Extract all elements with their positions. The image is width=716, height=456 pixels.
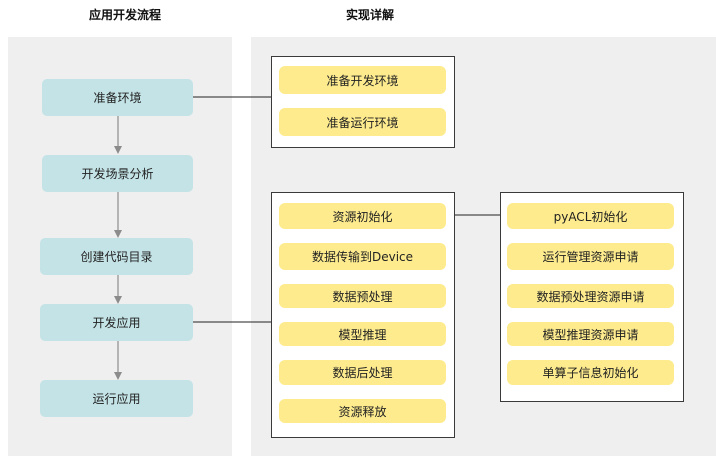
dev-item-preprocess: 数据预处理 xyxy=(279,284,446,308)
item-label: 准备开发环境 xyxy=(326,73,399,88)
item-label: 准备运行环境 xyxy=(326,115,399,130)
step-prepare-env: 准备环境 xyxy=(42,79,193,116)
init-item-inference-resource: 模型推理资源申请 xyxy=(507,322,674,346)
step-create-code-dir: 创建代码目录 xyxy=(40,238,193,275)
init-item-preprocess-resource: 数据预处理资源申请 xyxy=(507,284,674,308)
step-develop-app: 开发应用 xyxy=(40,304,193,341)
item-label: 资源释放 xyxy=(338,404,387,419)
item-label: 运行管理资源申请 xyxy=(542,250,639,264)
step-scenario-analysis: 开发场景分析 xyxy=(42,155,193,192)
item-label: 数据传输到Device xyxy=(311,250,414,264)
step-run-app: 运行应用 xyxy=(40,380,193,417)
init-item-single-op-init: 单算子信息初始化 xyxy=(507,360,674,385)
item-label: pyACL初始化 xyxy=(553,209,628,224)
item-label: 数据后处理 xyxy=(332,366,393,380)
heading-implementation-details: 实现详解 xyxy=(345,8,394,22)
heading-app-dev-flow: 应用开发流程 xyxy=(88,8,161,22)
env-item-dev: 准备开发环境 xyxy=(279,66,446,94)
dev-item-postprocess: 数据后处理 xyxy=(279,360,446,385)
step-label: 准备环境 xyxy=(93,91,142,105)
init-item-runtime-resource: 运行管理资源申请 xyxy=(507,243,674,270)
init-item-pyacl: pyACL初始化 xyxy=(507,203,674,229)
dev-item-data-to-device: 数据传输到Device xyxy=(279,243,446,270)
item-label: 数据预处理 xyxy=(332,289,393,304)
dev-item-resource-init: 资源初始化 xyxy=(279,203,446,229)
env-item-run: 准备运行环境 xyxy=(279,108,446,136)
item-label: 资源初始化 xyxy=(332,209,393,224)
dev-box xyxy=(271,192,455,438)
item-label: 模型推理资源申请 xyxy=(542,327,639,342)
dev-item-resource-release: 资源释放 xyxy=(279,399,446,423)
dev-item-inference: 模型推理 xyxy=(279,322,446,346)
step-label: 开发场景分析 xyxy=(81,167,154,181)
step-label: 运行应用 xyxy=(92,392,141,406)
step-label: 创建代码目录 xyxy=(80,250,153,264)
step-label: 开发应用 xyxy=(92,316,141,330)
item-label: 模型推理 xyxy=(338,327,387,342)
item-label: 单算子信息初始化 xyxy=(542,366,639,380)
item-label: 数据预处理资源申请 xyxy=(536,289,645,304)
